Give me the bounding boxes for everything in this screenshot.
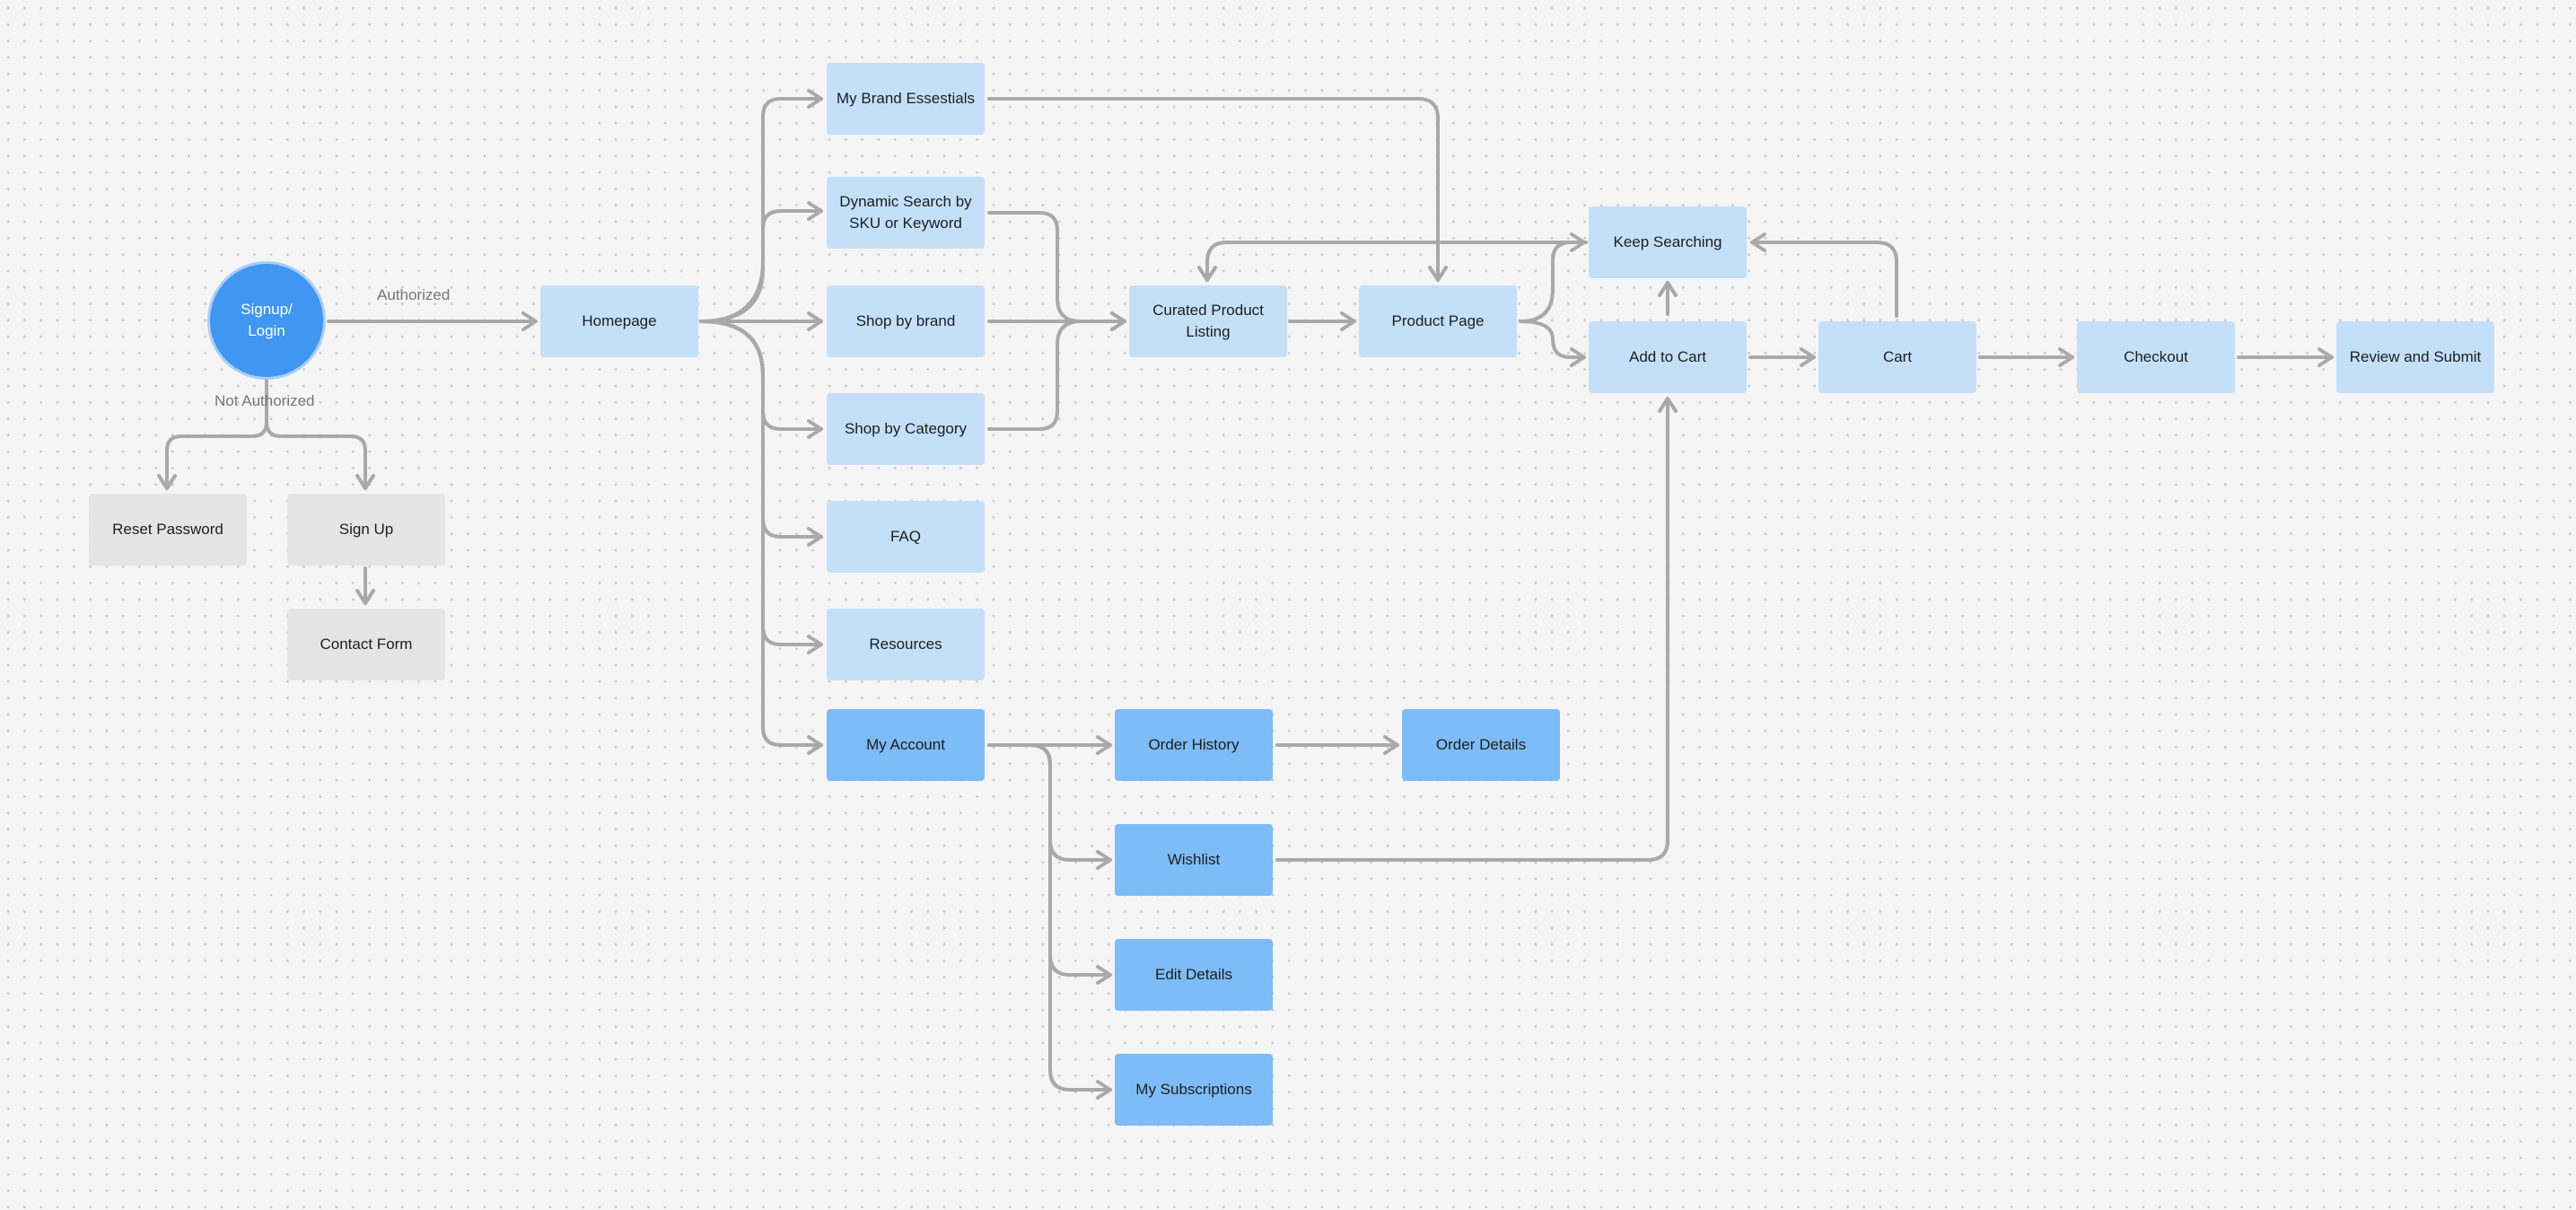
cart-node[interactable]: Cart xyxy=(1818,321,1976,393)
authorized-label: Authorized xyxy=(377,286,451,303)
resources-node[interactable]: Resources xyxy=(827,609,985,680)
edge-cart-to-keep-searching xyxy=(1750,232,1898,318)
edge-my-account-to-my-subscriptions xyxy=(987,743,1112,1100)
add-to-cart-node[interactable]: Add to Cart xyxy=(1589,321,1747,393)
signup-login-node[interactable]: Signup/ Login xyxy=(210,264,323,377)
my-account-node[interactable]: My Account xyxy=(827,709,985,781)
edge-product-page-to-keep-searching xyxy=(1519,232,1586,323)
not-authorized-label: Not Authorized xyxy=(215,392,315,409)
curated-product-listing-node[interactable]: Curated Product Listing xyxy=(1129,285,1287,357)
faq-node[interactable]: FAQ xyxy=(827,501,985,573)
product-page-node[interactable]: Product Page xyxy=(1359,285,1517,357)
review-and-submit-node[interactable]: Review and Submit xyxy=(2336,321,2494,393)
edge-brand-essentials-to-product-page xyxy=(987,97,1448,282)
keep-searching-node[interactable]: Keep Searching xyxy=(1589,206,1747,278)
edge-login-to-sign-up xyxy=(265,379,375,490)
edge-wishlist-to-add-to-cart xyxy=(1275,397,1678,862)
order-details-node[interactable]: Order Details xyxy=(1402,709,1560,781)
edge-keep-searching-to-listing xyxy=(1197,241,1588,282)
checkout-node[interactable]: Checkout xyxy=(2077,321,2235,393)
contact-form-node[interactable]: Contact Form xyxy=(287,609,445,680)
shop-by-brand-node[interactable]: Shop by brand xyxy=(827,285,985,357)
brand-essentials-node[interactable]: My Brand Essestials xyxy=(827,63,985,135)
edge-dynamic-search-to-listing xyxy=(987,211,1126,331)
wishlist-node[interactable]: Wishlist xyxy=(1115,824,1273,896)
edge-product-page-to-add-to-cart xyxy=(1519,320,1586,367)
reset-password-node[interactable]: Reset Password xyxy=(89,494,247,566)
order-history-node[interactable]: Order History xyxy=(1115,709,1273,781)
my-subscriptions-node[interactable]: My Subscriptions xyxy=(1115,1054,1273,1126)
edit-details-node[interactable]: Edit Details xyxy=(1115,939,1273,1011)
dynamic-search-node[interactable]: Dynamic Search by SKU or Keyword xyxy=(827,177,985,249)
edge-homepage-to-my-account xyxy=(699,320,823,755)
edge-shop-by-category-to-listing xyxy=(987,311,1126,431)
shop-by-category-node[interactable]: Shop by Category xyxy=(827,393,985,465)
homepage-node[interactable]: Homepage xyxy=(540,285,698,357)
edge-homepage-to-dynamic-search xyxy=(699,201,823,323)
sign-up-node[interactable]: Sign Up xyxy=(287,494,445,566)
